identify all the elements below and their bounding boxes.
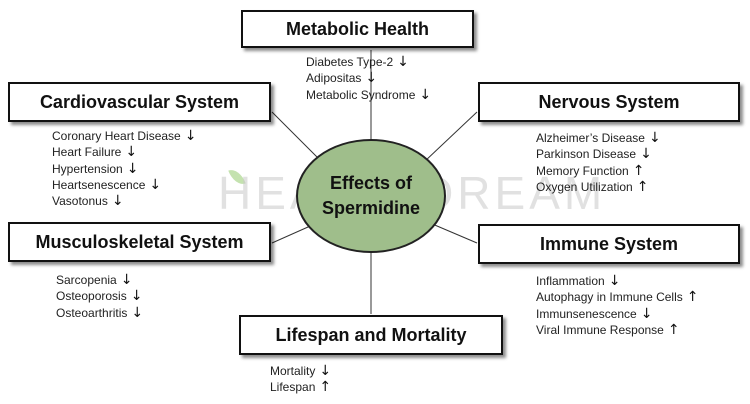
list-item: Osteoarthritis↓ [56,304,144,321]
connector-cardiovascular [271,111,323,163]
list-item: Immunsenescence↓ [536,305,653,322]
category-title: Immune System [539,233,679,254]
category-title: Nervous System [538,91,680,112]
down-arrow-icon: ↓ [125,144,138,161]
down-arrow-icon: ↓ [608,273,621,289]
category-title: Cardiovascular System [39,91,240,112]
list-item: Sarcopenia↓ [56,272,133,288]
up-arrow-icon: ↑ [686,289,699,306]
category-box-musculoskeletal-system: Musculoskeletal System [8,222,271,262]
center-node: Effects of Spermidine [296,139,446,253]
item-list-lifespan-and-mortality: Mortality↓ Lifespan↑ [270,363,331,396]
list-item: Osteoporosis↓ [56,288,143,305]
category-box-lifespan-and-mortality: Lifespan and Mortality [239,315,503,355]
list-item: Hypertension↓ [52,160,139,177]
item-list-cardiovascular-system: Coronary Heart Disease↓ Heart Failure↓ H… [52,128,196,209]
category-box-immune-system: Immune System [478,224,740,264]
up-arrow-icon: ↑ [667,321,680,338]
list-item: Vasotonus↓ [52,193,124,210]
list-item: Memory Function↑ [536,162,645,179]
down-arrow-icon: ↓ [365,70,378,87]
down-arrow-icon: ↓ [640,305,653,322]
down-arrow-icon: ↓ [184,128,197,144]
category-box-nervous-system: Nervous System [478,82,740,122]
list-item: Metabolic Syndrome↓ [306,86,432,103]
list-item: Alzheimer’s Disease↓ [536,130,661,146]
center-label: Effects of Spermidine [321,173,421,218]
item-list-immune-system: Inflammation↓ Autophagy in Immune Cells↑… [536,273,698,338]
list-item: Parkinson Disease↓ [536,146,652,163]
category-title: Musculoskeletal System [35,231,244,252]
connector-immune [429,222,478,244]
down-arrow-icon: ↓ [120,272,133,288]
down-arrow-icon: ↓ [397,54,409,70]
down-arrow-icon: ↓ [648,130,661,146]
list-item: Diabetes Type-2↓ [306,54,409,70]
list-item: Oxygen Utilization↑ [536,178,649,195]
down-arrow-icon: ↓ [131,304,144,321]
item-list-musculoskeletal-system: Sarcopenia↓ Osteoporosis↓ Osteoarthritis… [56,272,143,321]
category-title: Lifespan and Mortality [275,324,467,345]
down-arrow-icon: ↓ [111,193,124,210]
down-arrow-icon: ↓ [130,288,143,305]
list-item: Heartsenescence↓ [52,176,162,193]
category-title: Metabolic Health [285,18,430,39]
category-box-cardiovascular-system: Cardiovascular System [8,82,271,122]
list-item: Coronary Heart Disease↓ [52,128,197,144]
list-item: Viral Immune Response↑ [536,321,680,338]
connector-nervous [423,111,478,163]
list-item: Lifespan↑ [270,379,332,396]
up-arrow-icon: ↑ [636,178,649,195]
list-item: Mortality↓ [270,363,332,379]
down-arrow-icon: ↓ [419,86,432,103]
item-list-nervous-system: Alzheimer’s Disease↓ Parkinson Disease↓ … [536,130,661,195]
item-list-metabolic-health: Diabetes Type-2↓ Adipositas↓ Metabolic S… [306,54,431,103]
up-arrow-icon: ↑ [632,162,645,179]
list-item: Autophagy in Immune Cells↑ [536,289,699,306]
down-arrow-icon: ↓ [319,363,332,379]
down-arrow-icon: ↓ [126,160,139,177]
list-item: Adipositas↓ [306,70,378,87]
down-arrow-icon: ↓ [149,176,162,193]
list-item: Heart Failure↓ [52,144,138,161]
list-item: Inflammation↓ [536,273,621,289]
up-arrow-icon: ↑ [319,379,332,396]
down-arrow-icon: ↓ [640,146,652,163]
category-box-metabolic-health: Metabolic Health [241,10,474,48]
